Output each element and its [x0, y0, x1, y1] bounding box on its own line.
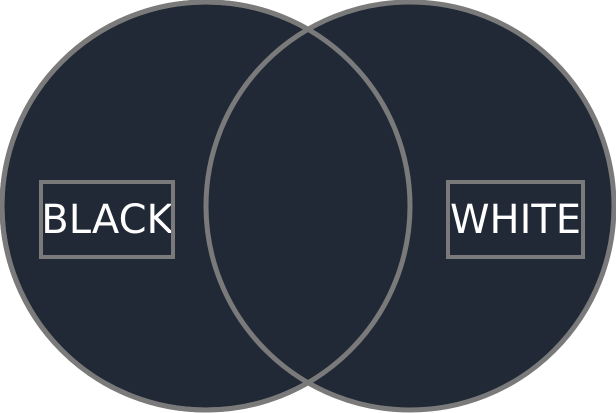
set-label-black-text: BLACK [41, 196, 173, 243]
set-label-white-text: WHITE [449, 196, 582, 243]
set-label-white: WHITE [446, 180, 585, 259]
venn-circle-black-outline [0, 0, 413, 413]
set-label-black: BLACK [39, 180, 175, 259]
